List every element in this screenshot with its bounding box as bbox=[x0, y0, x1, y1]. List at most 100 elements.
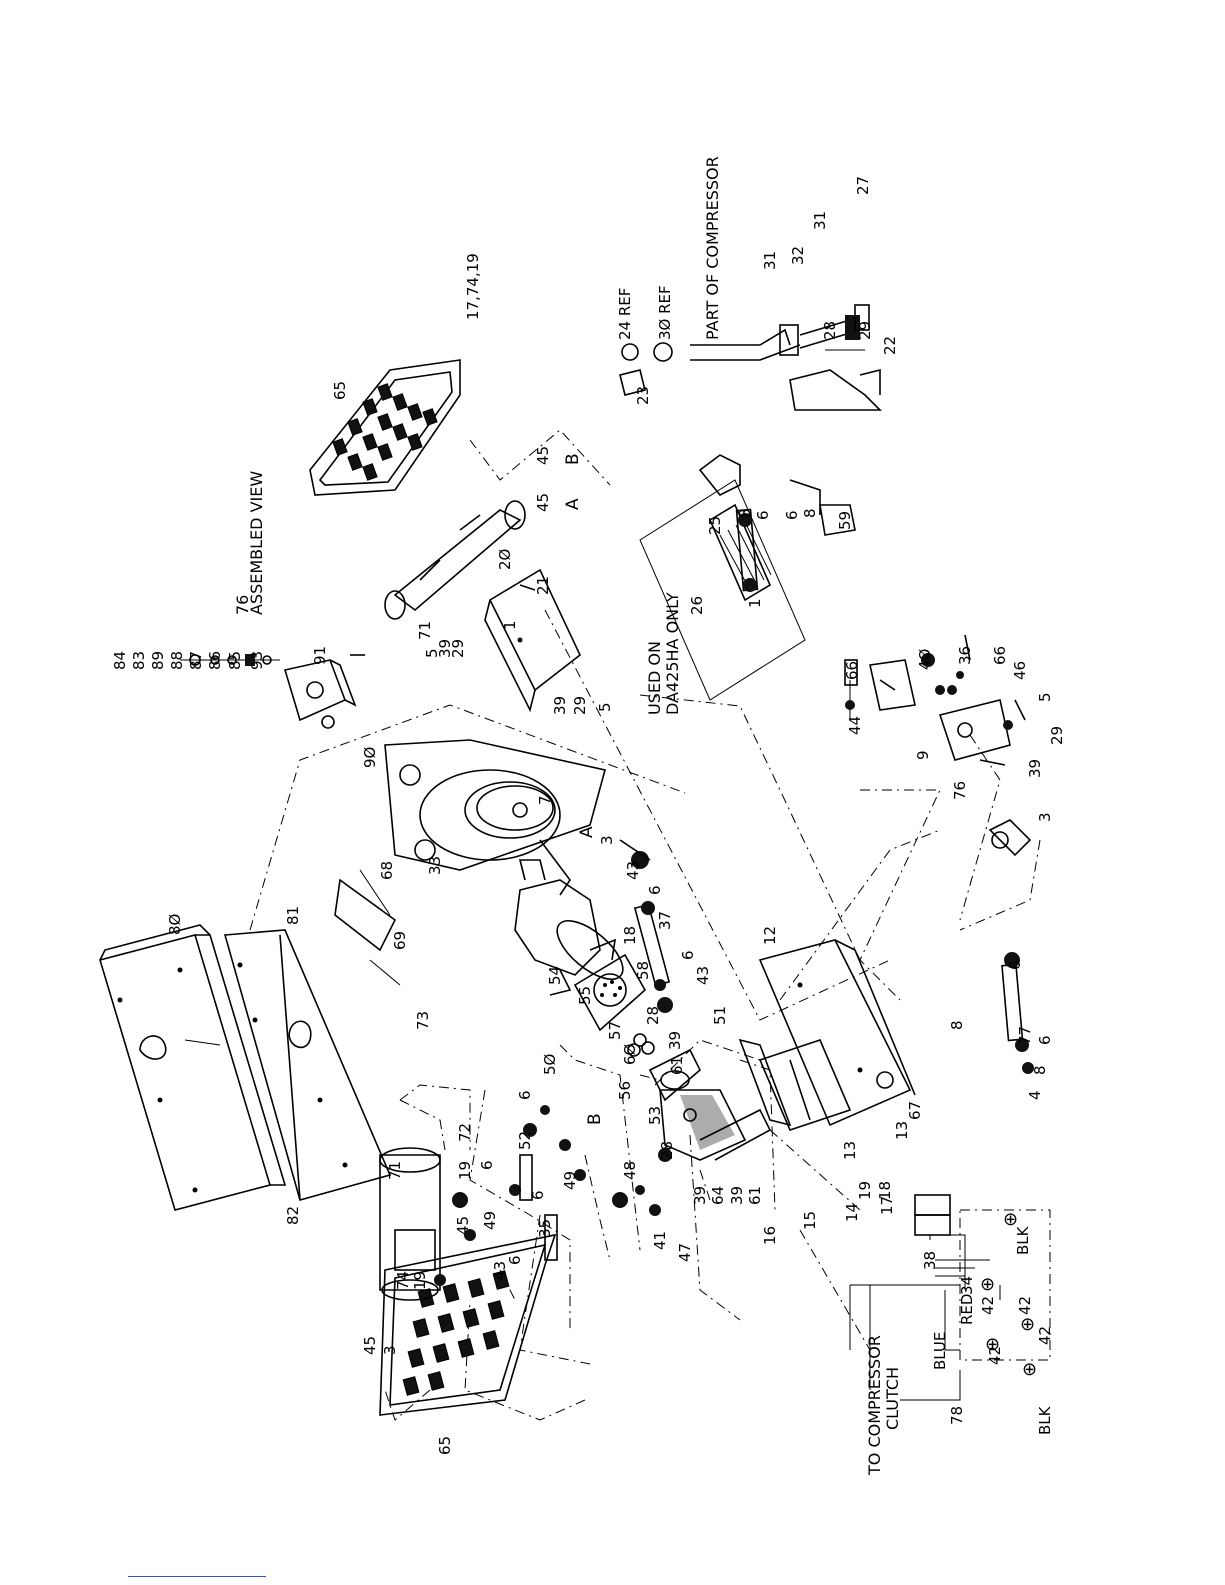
label-88: 88 bbox=[168, 651, 186, 670]
wiring-block: ⊕ ⊕ ⊕ ⊕ ⊕ bbox=[849, 1194, 1051, 1401]
label-49-l: 49 bbox=[481, 1211, 499, 1230]
label-55: 55 bbox=[576, 986, 594, 1005]
label-19-l2: 19 bbox=[411, 1271, 429, 1290]
label-to-compressor-1: TO COMPRESSOR bbox=[865, 1335, 884, 1476]
label-45-l1: 45 bbox=[454, 1216, 472, 1235]
label-42-c: 42 bbox=[1036, 1326, 1054, 1345]
label-39-stack: 39 bbox=[436, 639, 454, 658]
compressor-piping bbox=[619, 304, 882, 411]
label-39-r: 39 bbox=[551, 696, 569, 715]
label-6-br1: 6 bbox=[1006, 960, 1024, 970]
label-3-br: 3 bbox=[1036, 812, 1054, 822]
tube-assembly-37 bbox=[619, 839, 673, 1013]
label-38: 38 bbox=[921, 1251, 939, 1270]
label-5-stack: 5 bbox=[423, 648, 441, 658]
label-76-br: 76 bbox=[951, 781, 969, 800]
label-6-b: 6 bbox=[783, 510, 801, 520]
label-32: 32 bbox=[789, 246, 807, 265]
label-6-a: 6 bbox=[754, 510, 772, 520]
label-18-mid: 18 bbox=[621, 926, 639, 945]
label-52: 52 bbox=[516, 1131, 534, 1150]
label-71-l: 71 bbox=[386, 1161, 404, 1180]
label-16: 16 bbox=[761, 1226, 779, 1245]
svg-text:⊕: ⊕ bbox=[980, 1274, 995, 1295]
label-36: 36 bbox=[956, 646, 974, 665]
blower-housing bbox=[384, 739, 606, 896]
bracket-68-69 bbox=[334, 869, 401, 986]
left-fittings bbox=[434, 1105, 672, 1286]
label-67: 67 bbox=[906, 1101, 924, 1120]
label-77: 77 bbox=[1016, 1026, 1034, 1045]
label-85: 85 bbox=[226, 651, 244, 670]
label-9: 9 bbox=[914, 750, 932, 760]
label-to-compressor-2: CLUTCH bbox=[883, 1367, 902, 1430]
hinge-bracket-top bbox=[384, 500, 526, 620]
label-39-mid: 39 bbox=[666, 1031, 684, 1050]
label-18-low: 18 bbox=[876, 1181, 894, 1200]
label-81: 81 bbox=[284, 906, 302, 925]
label-65-l: 65 bbox=[436, 1436, 454, 1455]
label-26: 26 bbox=[688, 596, 706, 615]
label-6-l3: 6 bbox=[506, 1255, 524, 1265]
label-45-l2: 45 bbox=[361, 1336, 379, 1355]
label-25: 25 bbox=[706, 516, 724, 535]
svg-text:⊕: ⊕ bbox=[1020, 1314, 1035, 1335]
label-41: 41 bbox=[651, 1231, 669, 1250]
label-87: 87 bbox=[187, 651, 205, 670]
label-43-mid: 43 bbox=[694, 966, 712, 985]
label-61-b: 61 bbox=[746, 1186, 764, 1205]
label-ref-24: 24 REF bbox=[616, 288, 634, 340]
lower-right-fittings bbox=[988, 819, 1034, 1074]
label-82: 82 bbox=[284, 1206, 302, 1225]
label-5-br: 5 bbox=[1036, 692, 1054, 702]
label-39-low-a: 39 bbox=[691, 1186, 709, 1205]
label-3-l: 3 bbox=[381, 1345, 399, 1355]
label-7: 7 bbox=[536, 795, 554, 805]
label-17-74-19: 17,74,19 bbox=[464, 253, 482, 320]
label-6-l4: 6 bbox=[478, 1160, 496, 1170]
svg-text:⊕: ⊕ bbox=[1003, 1209, 1018, 1230]
label-33: 33 bbox=[426, 856, 444, 875]
label-34: 34 bbox=[958, 1276, 976, 1295]
label-53: 53 bbox=[646, 1106, 664, 1125]
label-39-br: 39 bbox=[1026, 759, 1044, 778]
label-29-r: 29 bbox=[571, 696, 589, 715]
label-3-top: 3 bbox=[598, 835, 616, 845]
label-89: 89 bbox=[149, 651, 167, 670]
label-83: 83 bbox=[130, 651, 148, 670]
label-20: 2Ø bbox=[496, 548, 514, 570]
label-35: 35 bbox=[536, 1219, 554, 1238]
label-8-a: 8 bbox=[736, 508, 754, 518]
label-51: 51 bbox=[711, 1006, 729, 1025]
callout-B-mid: B bbox=[585, 1113, 605, 1125]
hinge-bracket-left bbox=[379, 1147, 441, 1301]
label-4: 4 bbox=[1026, 1090, 1044, 1100]
label-21: 21 bbox=[534, 576, 552, 595]
label-45-b: 45 bbox=[534, 446, 552, 465]
label-40: 4Ø bbox=[916, 648, 934, 670]
label-part-of-compressor: PART OF COMPRESSOR bbox=[703, 156, 722, 340]
label-8-br1: 8 bbox=[948, 1020, 966, 1030]
label-59: 59 bbox=[836, 511, 854, 530]
label-73: 73 bbox=[414, 1011, 432, 1030]
label-93: 93 bbox=[248, 651, 266, 670]
label-80: 8Ø bbox=[166, 913, 184, 935]
label-66-a: 66 bbox=[843, 661, 861, 680]
label-1-mid: 1 bbox=[746, 598, 764, 608]
label-wire-blk-left: BLK bbox=[1036, 1405, 1054, 1435]
label-68: 68 bbox=[378, 861, 396, 880]
label-29-br: 29 bbox=[1048, 726, 1066, 745]
label-12: 12 bbox=[761, 926, 779, 945]
side-panel bbox=[223, 929, 392, 1201]
label-42-d: 42 bbox=[986, 1346, 1004, 1365]
label-28-mid: 28 bbox=[644, 1006, 662, 1025]
diagram-labels: 17,74,19 65 45 B 45 A 71 2Ø 21 1 5 39 29… bbox=[111, 156, 1066, 1476]
label-43-top: 43 bbox=[624, 861, 642, 880]
label-72: 72 bbox=[456, 1123, 474, 1142]
label-37: 37 bbox=[656, 911, 674, 930]
label-28-low: 28 bbox=[658, 1141, 676, 1160]
label-49-a: 49 bbox=[561, 1171, 579, 1190]
assembled-view-title: ASSEMBLED VIEW bbox=[247, 471, 266, 615]
label-28-top: 28 bbox=[821, 321, 839, 340]
label-47: 47 bbox=[676, 1243, 694, 1262]
